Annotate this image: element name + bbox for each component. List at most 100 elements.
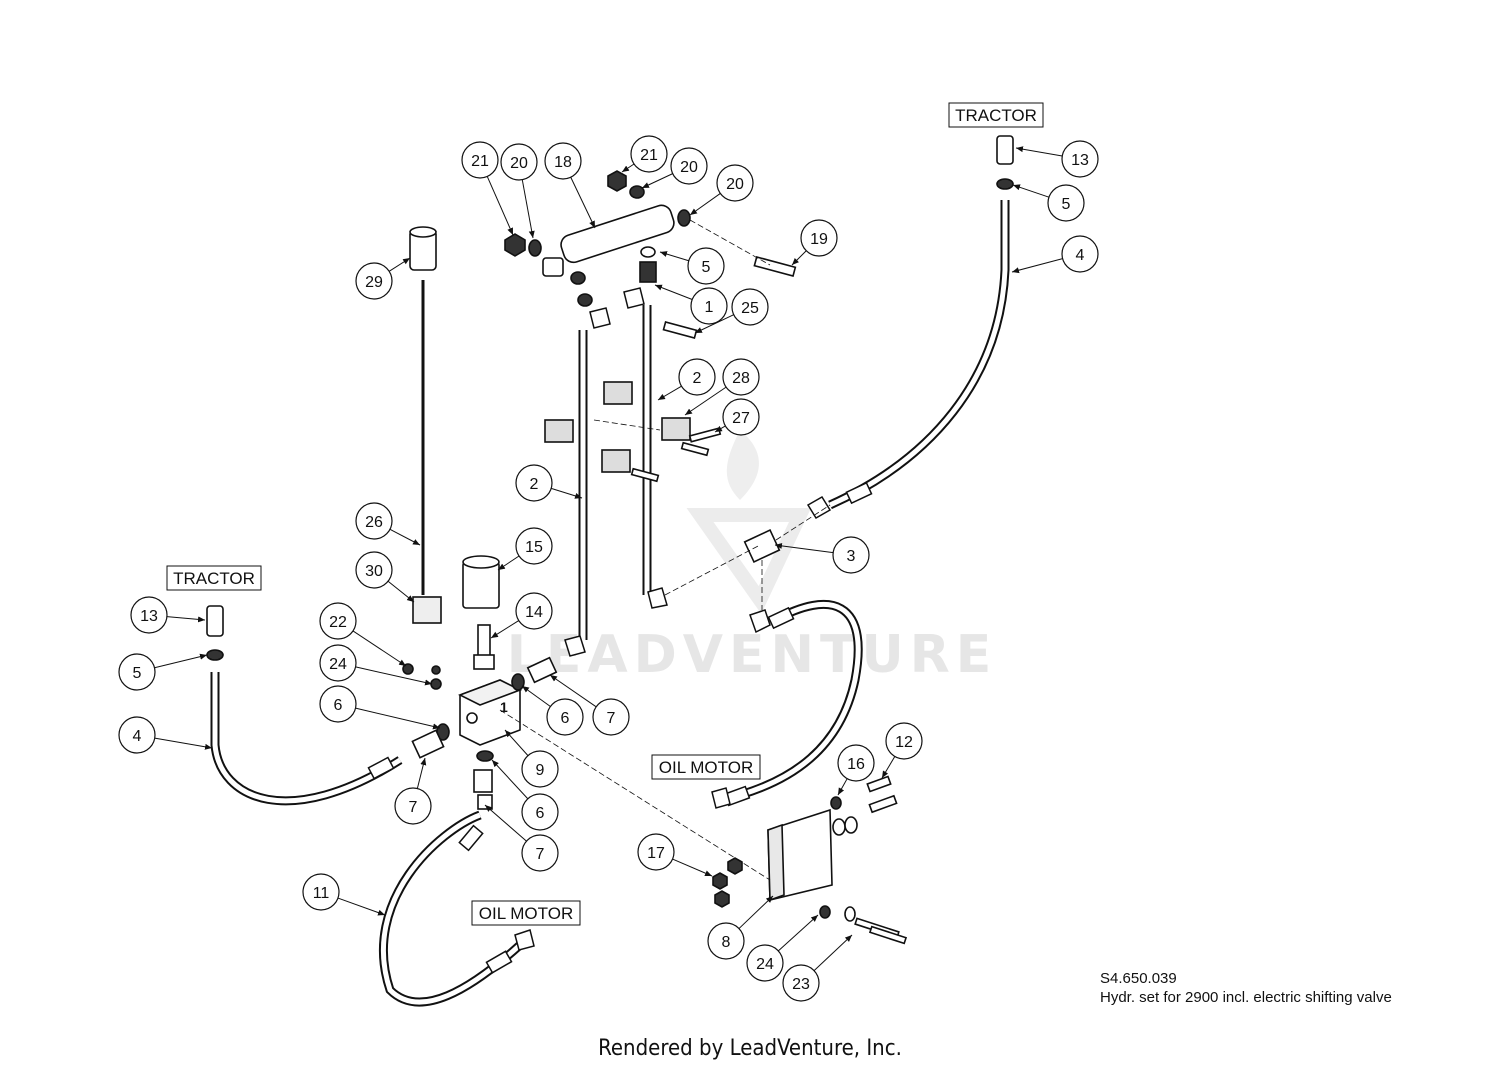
callout-circle — [592, 698, 630, 736]
callout-circle — [731, 288, 769, 326]
callout-circle — [355, 502, 393, 540]
callout-leader — [654, 284, 693, 300]
callout-circle — [1061, 235, 1099, 273]
components: 1 — [206, 135, 1014, 945]
callout-circle — [319, 644, 357, 682]
callout-leader — [881, 756, 896, 779]
callout-6: 6 — [521, 685, 584, 736]
callout-number: 5 — [1062, 196, 1071, 213]
callout-4: 4 — [1011, 235, 1099, 274]
callout-circle — [461, 141, 499, 179]
drawing-number: S4.650.039 — [1100, 970, 1177, 987]
callout-leader — [659, 251, 689, 262]
callout-leader — [1012, 184, 1050, 198]
callout-circle — [722, 398, 760, 436]
callout-leader — [689, 193, 721, 216]
callout-circle — [746, 944, 784, 982]
callout-7: 7 — [484, 804, 559, 872]
cylinder-18 — [542, 204, 675, 277]
callout-leader — [154, 653, 208, 669]
callout-number: 28 — [732, 370, 750, 387]
callout-6: 6 — [319, 685, 441, 730]
callout-6: 6 — [491, 759, 559, 831]
callout-number: 7 — [409, 799, 418, 816]
callout-number: 24 — [329, 656, 347, 673]
svg-text:OIL MOTOR: OIL MOTOR — [479, 904, 573, 923]
callout-16: 16 — [837, 744, 875, 796]
callout-leader — [791, 250, 807, 266]
callout-circle — [355, 262, 393, 300]
callout-circle — [800, 219, 838, 257]
callout-leader — [738, 895, 774, 929]
callout-leader — [551, 487, 583, 499]
callout-26: 26 — [355, 502, 421, 546]
callout-leader — [389, 528, 421, 546]
callout-leader — [504, 729, 529, 756]
callout-23: 23 — [782, 934, 853, 1002]
callout-circle — [1047, 184, 1085, 222]
callout-24: 24 — [746, 914, 819, 982]
callout-leader — [521, 179, 535, 239]
callout-number: 13 — [1071, 152, 1089, 169]
callout-leader — [355, 666, 433, 686]
valve-block-9: 1 — [458, 679, 522, 746]
callout-circle — [521, 834, 559, 872]
callout-number: 6 — [334, 697, 343, 714]
callout-9: 9 — [504, 729, 559, 788]
callout-number: 16 — [847, 756, 865, 773]
callout-circle — [302, 873, 340, 911]
label-oil-motor-right: OIL MOTOR — [651, 754, 761, 780]
callout-circle — [130, 596, 168, 634]
callout-circle — [630, 135, 668, 173]
callout-leader — [486, 176, 514, 236]
diagram-description: Hydr. set for 2900 incl. electric shifti… — [1100, 989, 1392, 1006]
callout-leader — [684, 386, 727, 416]
callout-leader — [714, 425, 726, 433]
callout-circle — [690, 287, 728, 325]
callout-circle — [722, 358, 760, 396]
callout-number: 2 — [530, 476, 539, 493]
callout-4: 4 — [118, 716, 213, 754]
callout-leader — [352, 630, 407, 667]
label-oil-motor-bottom: OIL MOTOR — [471, 900, 581, 926]
callout-30: 30 — [355, 551, 415, 603]
callout-leader — [521, 685, 551, 707]
footer-credit: Rendered by LeadVenture, Inc. — [598, 1036, 902, 1061]
callout-circle — [515, 464, 553, 502]
callout-number: 9 — [536, 762, 545, 779]
callout-20: 20 — [500, 143, 538, 239]
callout-number: 7 — [536, 846, 545, 863]
callout-5: 5 — [1012, 184, 1085, 222]
callout-circle — [832, 536, 870, 574]
callout-circle — [515, 592, 553, 630]
callout-leader — [813, 934, 853, 972]
callout-15: 15 — [497, 527, 553, 571]
callout-circle — [782, 964, 820, 1002]
callout-leader — [355, 707, 441, 730]
callout-circle — [319, 602, 357, 640]
callout-circle — [687, 247, 725, 285]
callout-circle — [394, 787, 432, 825]
callout-number: 6 — [536, 805, 545, 822]
callout-3: 3 — [774, 536, 870, 574]
svg-text:TRACTOR: TRACTOR — [173, 569, 255, 588]
callout-circle — [837, 744, 875, 782]
callout-circle — [118, 653, 156, 691]
callout-leader — [154, 737, 213, 750]
callout-circle — [500, 143, 538, 181]
callout-circle — [521, 793, 559, 831]
callout-circle — [637, 833, 675, 871]
callout-circle — [521, 750, 559, 788]
callout-leader — [166, 616, 206, 623]
callout-number: 8 — [722, 934, 731, 951]
callout-number: 26 — [365, 514, 383, 531]
callout-leader — [416, 757, 427, 789]
callout-13: 13 — [1015, 140, 1099, 178]
callout-circle — [678, 358, 716, 396]
hoses — [210, 200, 1010, 1007]
callout-18: 18 — [544, 142, 596, 229]
callout-number: 22 — [329, 614, 347, 631]
callout-number: 12 — [895, 734, 913, 751]
callout-5: 5 — [659, 247, 725, 285]
